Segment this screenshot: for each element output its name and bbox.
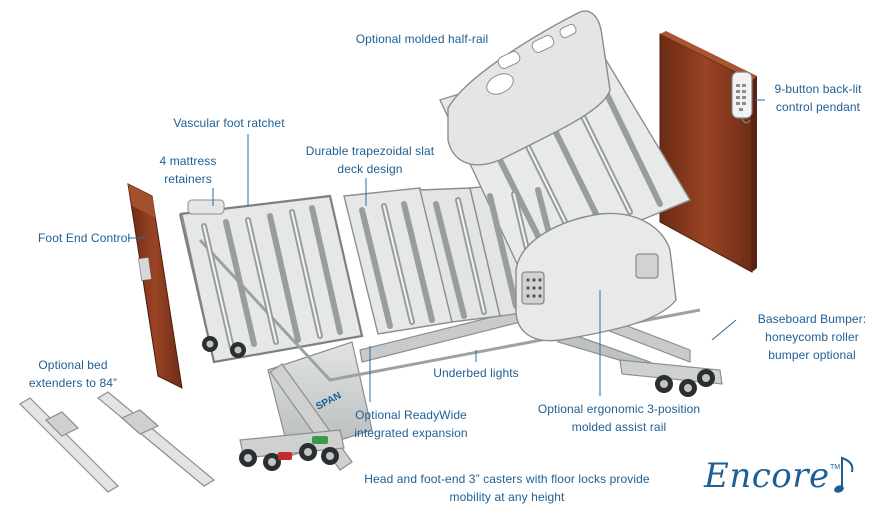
encore-logo-text: Encore — [704, 456, 830, 496]
callout-foot-end-control: Foot End Control — [38, 231, 131, 245]
trademark-mark: TM — [830, 464, 841, 471]
half-rail — [447, 10, 611, 166]
control-pendant — [731, 71, 753, 124]
callout-half-rail: Optional molded half-rail — [355, 32, 489, 46]
leader-lines — [128, 99, 765, 402]
headboard — [659, 31, 757, 273]
foot-handle — [187, 199, 225, 215]
encore-logo: Encore TM — [696, 446, 866, 512]
brake-pedal-green — [312, 436, 328, 444]
assist-rail — [515, 212, 677, 342]
callout-casters: Head and foot-end 3” casters with floor … — [364, 472, 650, 504]
casters — [202, 336, 715, 471]
callout-bed-extenders: Optional bed extenders to 84” — [28, 358, 118, 390]
callout-mattress-retainers: 4 mattress retainers — [159, 154, 217, 186]
bed-extenders — [19, 391, 216, 493]
callout-readywide: Optional ReadyWide integrated expansion — [354, 408, 468, 440]
callout-slat-deck: Durable trapezoidal slat deck design — [305, 144, 435, 176]
music-note-icon — [834, 456, 854, 493]
callout-underbed-lights: Underbed lights — [433, 366, 519, 380]
callout-baseboard-bumper: Baseboard Bumper: honeycomb roller bumpe… — [757, 312, 867, 362]
callout-assist-rail: Optional ergonomic 3-position molded ass… — [537, 402, 701, 434]
callout-vascular-foot-ratchet: Vascular foot ratchet — [173, 116, 285, 130]
base-frame — [239, 299, 723, 471]
footboard — [127, 183, 183, 389]
brake-pedal-red — [278, 452, 292, 460]
callout-control-pendant: 9-button back-lit control pendant — [774, 82, 862, 114]
